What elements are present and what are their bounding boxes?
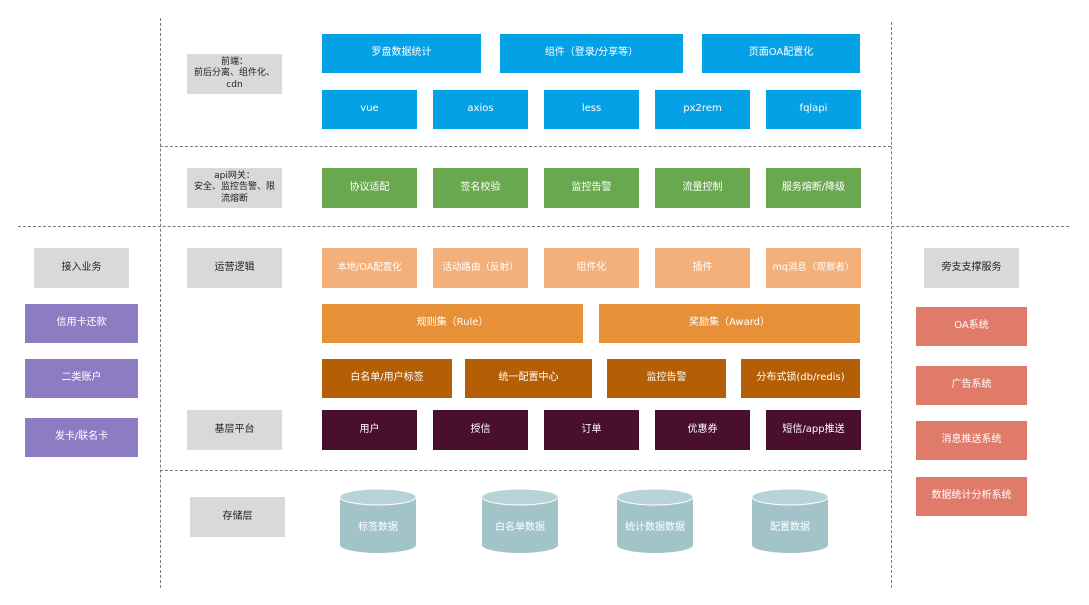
ops-monitoring: 监控告警 — [607, 359, 726, 398]
frontend-tech-axios: axios — [433, 90, 528, 129]
ops-unified-config-center: 统一配置中心 — [465, 359, 592, 398]
ops-award-set: 奖励集（Award） — [599, 304, 860, 343]
frontend-gateway-divider — [160, 146, 891, 147]
support-oa-system: OA系统 — [916, 307, 1027, 346]
storage-label: 白名单数据 — [495, 522, 545, 533]
frontend-tech-vue: vue — [322, 90, 417, 129]
storage-label: 配置数据 — [770, 522, 810, 533]
business-card-issuing: 发卡/联名卡 — [25, 418, 138, 457]
ops-distributed-lock: 分布式锁(db/redis) — [741, 359, 860, 398]
frontend-components: 组件（登录/分享等） — [500, 34, 683, 73]
storage-cylinder-tag-data: 标签数据 — [339, 488, 417, 554]
right-panel-title: 旁支支撑服务 — [924, 248, 1019, 288]
business-class2-account: 二类账户 — [25, 359, 138, 398]
support-push-system: 消息推送系统 — [916, 421, 1027, 460]
base-sms-push: 短信/app推送 — [766, 410, 861, 450]
ops-mq-message: mq消息（观察者） — [766, 248, 861, 288]
ops-whitelist-user-tags: 白名单/用户标签 — [322, 359, 452, 398]
storage-label: 标签数据 — [358, 522, 398, 533]
storage-cylinder-whitelist-data: 白名单数据 — [481, 488, 559, 554]
base-user: 用户 — [322, 410, 417, 450]
storage-cylinder-stats-data: 统计数据数据 — [616, 488, 694, 554]
gateway-protocol-adapter: 协议适配 — [322, 168, 417, 208]
base-coupon: 优惠券 — [655, 410, 750, 450]
gateway-ops-divider — [18, 226, 1069, 227]
ops-local-oa-config: 本地/OA配置化 — [322, 248, 417, 288]
support-analytics-system: 数据统计分析系统 — [916, 477, 1027, 516]
storage-cylinder-config-data: 配置数据 — [751, 488, 829, 554]
layer-label-base-platform: 基层平台 — [187, 410, 282, 450]
ops-plugin: 插件 — [655, 248, 750, 288]
frontend-tech-fqlapi: fqlapi — [766, 90, 861, 129]
layer-label-storage: 存储层 — [190, 497, 285, 537]
left-panel-title: 接入业务 — [34, 248, 129, 288]
layer-label-api-gateway: api网关： 安全、监控告警、限 流熔断 — [187, 168, 282, 208]
layer-label-frontend: 前端： 前后分离、组件化、 cdn — [187, 54, 282, 94]
frontend-page-oa-config: 页面OA配置化 — [702, 34, 860, 73]
gateway-circuit-breaker: 服务熔断/降级 — [766, 168, 861, 208]
platform-storage-divider — [160, 470, 891, 471]
gateway-signature-check: 签名校验 — [433, 168, 528, 208]
business-credit-card-repayment: 信用卡还款 — [25, 304, 138, 343]
gateway-rate-limit: 流量控制 — [655, 168, 750, 208]
layer-label-ops-logic: 运营逻辑 — [187, 248, 282, 288]
left-divider — [160, 18, 161, 588]
base-order: 订单 — [544, 410, 639, 450]
ops-activity-routing: 活动路由（反射） — [433, 248, 528, 288]
frontend-compass-stats: 罗盘数据统计 — [322, 34, 481, 73]
right-divider — [891, 22, 892, 588]
frontend-tech-px2rem: px2rem — [655, 90, 750, 129]
base-credit: 授信 — [433, 410, 528, 450]
frontend-tech-less: less — [544, 90, 639, 129]
ops-rule-set: 规则集（Rule） — [322, 304, 583, 343]
storage-label: 统计数据数据 — [625, 522, 685, 533]
gateway-monitoring: 监控告警 — [544, 168, 639, 208]
ops-componentization: 组件化 — [544, 248, 639, 288]
support-ad-system: 广告系统 — [916, 366, 1027, 405]
